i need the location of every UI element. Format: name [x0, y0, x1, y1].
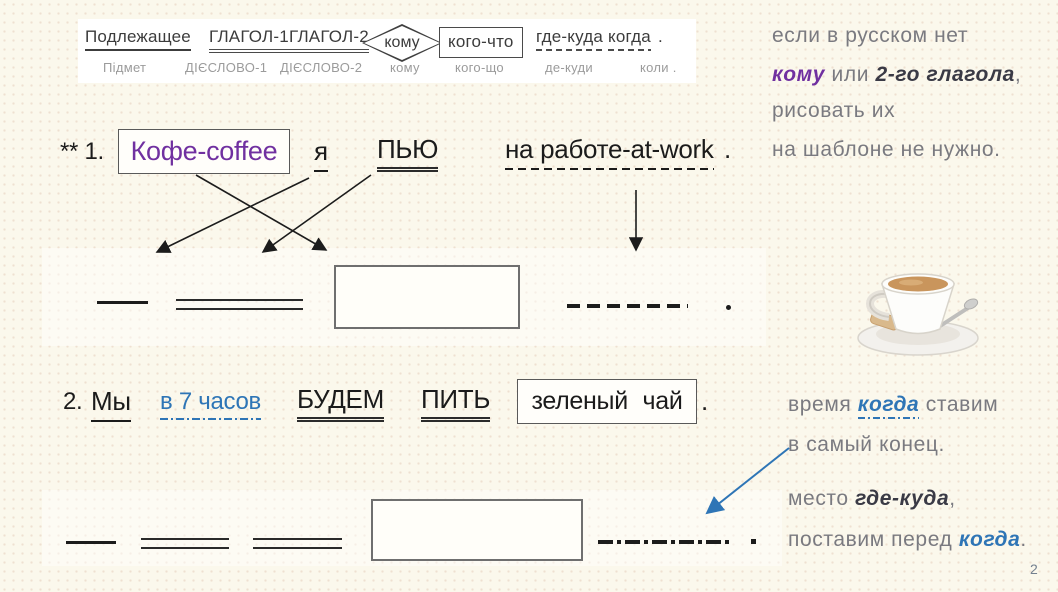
- sentence1-place: на работе-at-work: [505, 134, 714, 170]
- page-number: 2: [1030, 561, 1038, 577]
- template-uk-time: коли .: [640, 60, 677, 75]
- template-verb2: ГЛАГОЛ-2: [289, 27, 369, 53]
- sentence1-verb: ПЬЮ: [377, 134, 438, 172]
- template-time: когда: [608, 27, 651, 51]
- note-top-line4: на шаблоне не нужно.: [772, 138, 1001, 161]
- template-dative: кому: [384, 34, 420, 51]
- sentence-template-strip: Подлежащее ГЛАГОЛ-1 ГЛАГОЛ-2 кому кого-ч…: [78, 19, 696, 83]
- note-bottom-line3: место где-куда,: [788, 487, 956, 510]
- sentence2-object-box: зеленый чай: [517, 379, 697, 424]
- row2-time-blank-line: [598, 540, 733, 544]
- note-gde-kuda-highlight: где-куда: [855, 487, 950, 510]
- note-bottom-line4: поставим перед когда.: [788, 528, 1027, 551]
- arrow-object-to-box: [195, 174, 328, 251]
- template-subject: Подлежащее: [85, 27, 191, 51]
- note-top-line2: кому или 2-го глагола,: [772, 63, 1022, 86]
- note-kogda-highlight: когда: [857, 393, 920, 419]
- note-bottom-line1: время когда ставим: [788, 393, 998, 419]
- template-uk-place: де-куди: [545, 60, 593, 75]
- note-top-line1: если в русском нет: [772, 24, 969, 47]
- arrow-verb-to-line: [261, 174, 372, 253]
- template-place: где-куда: [536, 27, 604, 51]
- sentence2-subject: Мы: [91, 386, 131, 422]
- template-uk-object: кого-що: [455, 60, 504, 75]
- arrow-subject-to-line: [155, 177, 310, 253]
- note-top-line3: рисовать их: [772, 99, 896, 122]
- template-uk-verb2: ДІЄСЛОВО-2: [280, 60, 363, 75]
- row1-place-blank-line: [567, 304, 688, 308]
- template-uk-verb1: ДІЄСЛОВО-1: [185, 60, 268, 75]
- template-dative-diamond: кому: [362, 24, 442, 62]
- sentence1-object-box: Кофе-coffee: [118, 129, 290, 174]
- sentence1-marker: ** 1.: [60, 138, 104, 165]
- row2-verb2-blank-line: [253, 538, 342, 549]
- template-object-box: кого-что: [439, 27, 523, 58]
- note-kogda2-highlight: когда: [958, 528, 1021, 551]
- sentence1-period: .: [724, 134, 731, 164]
- template-uk-dative: кому: [390, 60, 420, 75]
- row1-object-blank-box: [334, 265, 520, 329]
- sentence2-time: в 7 часов: [160, 388, 261, 420]
- note-2nd-verb-highlight: 2-го глагола: [875, 63, 1015, 86]
- sentence2-verb2: ПИТЬ: [421, 384, 490, 422]
- sentence2-verb1: БУДЕМ: [297, 384, 384, 422]
- row1-verb-blank-line: [176, 299, 303, 310]
- row2-subject-blank-line: [66, 541, 116, 544]
- row2-period-dot: [751, 539, 756, 544]
- template-verb1: ГЛАГОЛ-1: [209, 27, 289, 53]
- sentence1-subject: я: [314, 136, 328, 172]
- row2-verb1-blank-line: [141, 538, 229, 549]
- coffee-cup-image: [857, 273, 979, 356]
- template-uk-subject: Підмет: [103, 60, 147, 75]
- sentence2-period: .: [701, 386, 708, 416]
- row1-subject-blank-line: [97, 301, 148, 304]
- row2-object-blank-box: [371, 499, 583, 561]
- sentence2-marker: 2.: [63, 388, 83, 415]
- row1-period-dot: [726, 305, 731, 310]
- note-bottom-line2: в самый конец.: [788, 433, 945, 456]
- note-komu-highlight: кому: [772, 63, 826, 86]
- template-period: .: [658, 27, 663, 46]
